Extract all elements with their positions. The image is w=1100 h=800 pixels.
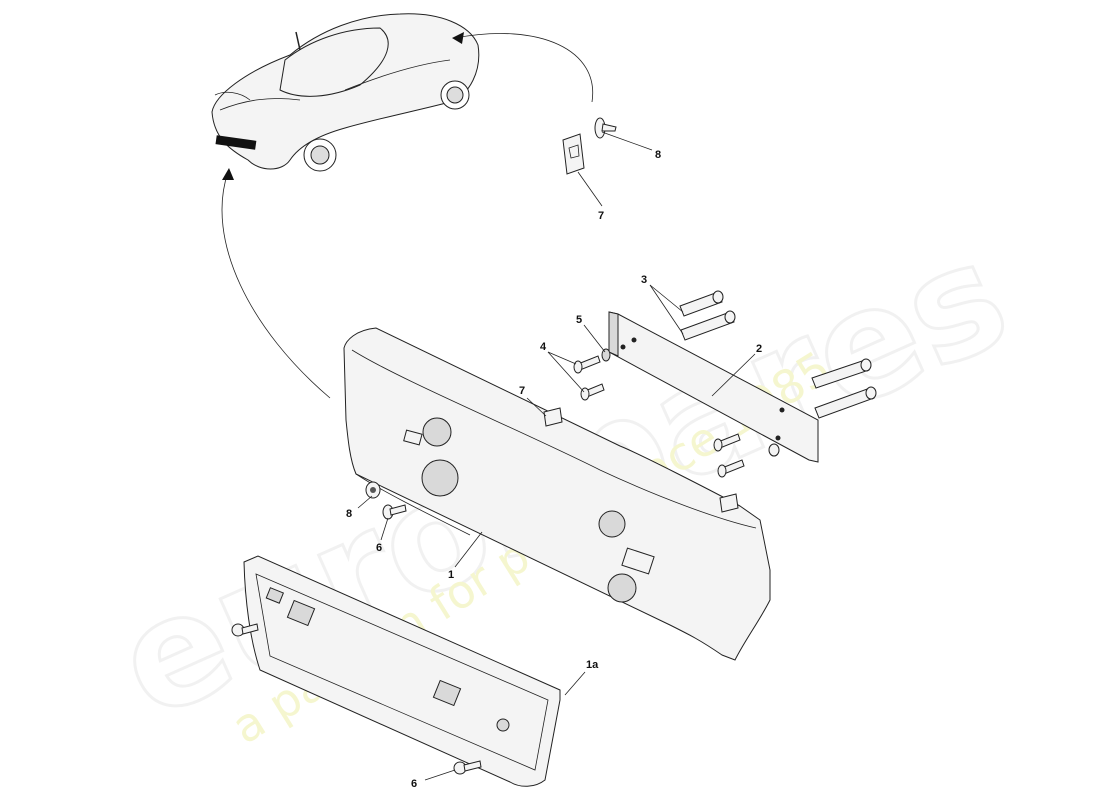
callout-6-bottom: 6 [411, 778, 417, 790]
clip-top [562, 133, 585, 175]
callout-1: 1 [448, 569, 454, 581]
callout-5: 5 [576, 314, 582, 326]
arrow-head-rear [452, 32, 464, 44]
callout-4: 4 [540, 341, 547, 353]
callout-8-top: 8 [655, 149, 661, 161]
callout-labels: 8 7 3 5 4 2 7 8 6 1 1a 6 [346, 149, 762, 790]
callout-1a: 1a [586, 659, 599, 671]
arrow-to-car-front [221, 171, 331, 399]
callout-8-left: 8 [346, 508, 352, 520]
studs [679, 290, 877, 419]
leader-lines [357, 131, 756, 781]
callout-7-mid: 7 [519, 385, 525, 397]
arrow-to-car-rear [454, 33, 594, 103]
left-fasteners [365, 481, 407, 520]
callout-6-left: 6 [376, 542, 382, 554]
car-illustration [211, 13, 480, 172]
mounting-bracket [608, 311, 819, 463]
main-plate [343, 327, 771, 661]
fastener-top [594, 117, 617, 139]
callout-2: 2 [756, 343, 762, 355]
arrow-head-front [222, 168, 234, 180]
bolts [573, 348, 780, 478]
callout-7-top: 7 [598, 210, 604, 222]
bumper-insert [231, 555, 561, 787]
callout-3: 3 [641, 274, 647, 286]
